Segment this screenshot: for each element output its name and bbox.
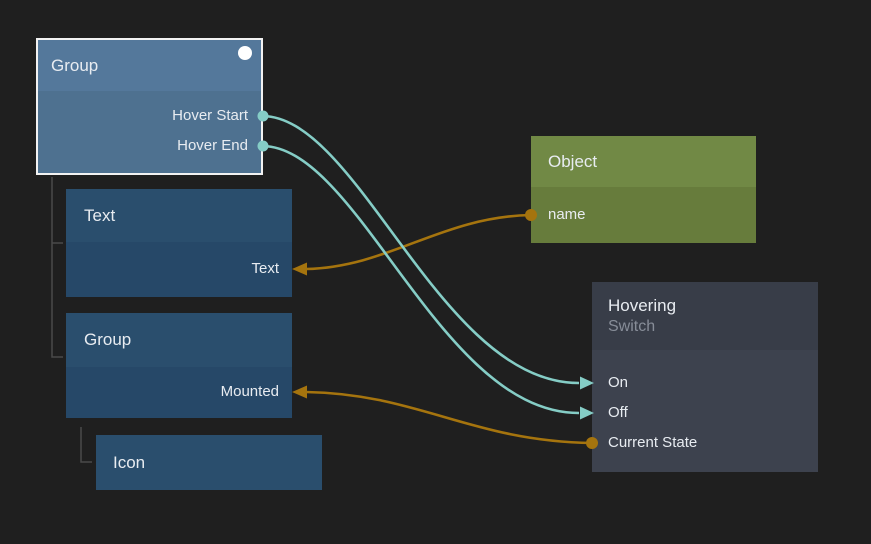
- port-hover-end[interactable]: Hover End: [38, 136, 248, 156]
- node-hovering[interactable]: Hovering Switch On Off Current State: [592, 282, 818, 472]
- node-subtitle: Switch: [608, 318, 656, 335]
- port-current-state[interactable]: Current State: [608, 433, 818, 453]
- arrow-into-text-icon[interactable]: [292, 262, 307, 276]
- wire-name-to-text[interactable]: [305, 213, 532, 271]
- port-label: name: [548, 206, 586, 223]
- port-label: Current State: [608, 434, 698, 451]
- port-text[interactable]: Text: [66, 259, 279, 279]
- node-icon[interactable]: Icon: [96, 435, 322, 490]
- port-name[interactable]: name: [548, 205, 756, 225]
- node-object[interactable]: Object name: [531, 136, 756, 243]
- node-title: Hovering: [608, 296, 677, 315]
- node-text[interactable]: Text Text: [66, 189, 292, 297]
- node-group-child[interactable]: Group Mounted: [66, 313, 292, 418]
- node-title: Icon: [113, 452, 146, 472]
- port-label: Off: [608, 404, 628, 421]
- tree-line-icon-branch: [80, 427, 92, 463]
- port-label: Hover Start: [172, 107, 248, 124]
- node-object-header[interactable]: Object: [531, 136, 756, 187]
- port-off[interactable]: Off: [608, 403, 818, 423]
- selection-dot-icon: [238, 46, 252, 60]
- port-label: Mounted: [220, 383, 279, 400]
- port-label: Hover End: [177, 137, 248, 154]
- port-mounted[interactable]: Mounted: [66, 382, 279, 402]
- port-label: Text: [251, 260, 279, 277]
- port-label: On: [608, 374, 629, 391]
- wire-current-state-to-mounted[interactable]: [305, 390, 593, 445]
- node-hovering-header[interactable]: Hovering Switch: [592, 282, 818, 350]
- tree-line-children: [51, 177, 63, 358]
- node-group-main[interactable]: Group Hover Start Hover End: [36, 38, 263, 175]
- node-title: Object: [548, 151, 598, 171]
- node-text-header[interactable]: Text: [66, 189, 292, 242]
- node-group-child-header[interactable]: Group: [66, 313, 292, 367]
- node-group-main-header[interactable]: Group: [38, 40, 261, 91]
- node-title: Group: [84, 330, 132, 349]
- node-title: Text: [84, 205, 116, 225]
- arrow-into-mounted-icon[interactable]: [292, 385, 307, 399]
- node-title: Group: [51, 55, 99, 75]
- port-hover-start[interactable]: Hover Start: [38, 106, 248, 126]
- port-on[interactable]: On: [608, 373, 818, 393]
